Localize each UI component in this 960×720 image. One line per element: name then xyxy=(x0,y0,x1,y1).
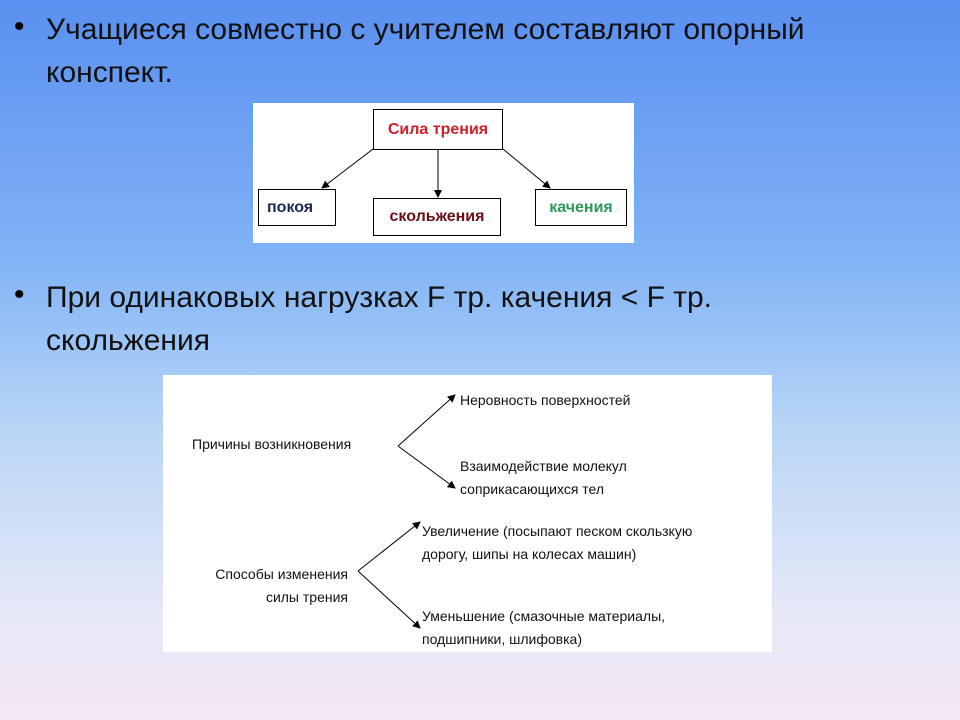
arrow xyxy=(502,148,551,189)
bullet-icon: • xyxy=(14,10,25,43)
method-decrease: Уменьшение (смазочные материалы,подшипни… xyxy=(422,608,666,647)
arrow xyxy=(321,148,374,189)
bullet-icon: • xyxy=(14,278,25,311)
root-box: Сила трения xyxy=(373,109,503,150)
causes-label: Причины возникновения xyxy=(192,436,352,452)
bullet-1-line-1: Учащиеся совместно с учителем составляют… xyxy=(46,13,805,46)
rolling-friction-box: качения xyxy=(535,189,627,226)
friction-types-diagram: Сила трения покоя скольжения качения xyxy=(253,103,634,243)
diagram-arrows xyxy=(357,394,456,629)
bullet-text-2: При одинаковых нагрузках F тр. качения <… xyxy=(46,276,926,362)
friction-causes-diagram: Причины возникновения Неровность поверхн… xyxy=(163,375,772,652)
bullet-text-1: Учащиеся совместно с учителем составляют… xyxy=(46,8,926,94)
sliding-friction-box: скольжения xyxy=(373,198,501,236)
arrow xyxy=(357,570,421,629)
bullet-1-line-2: конспект. xyxy=(46,56,173,89)
arrow xyxy=(397,445,456,489)
static-friction-box: покоя xyxy=(258,189,336,226)
bullet-2-line-2: скольжения xyxy=(46,324,210,357)
arrow xyxy=(357,521,421,572)
bullet-2-line-1: При одинаковых нагрузках F тр. качения <… xyxy=(46,281,713,314)
diagram-arrows xyxy=(321,148,551,198)
arrow xyxy=(397,394,456,447)
cause-roughness: Неровность поверхностей xyxy=(460,392,631,408)
